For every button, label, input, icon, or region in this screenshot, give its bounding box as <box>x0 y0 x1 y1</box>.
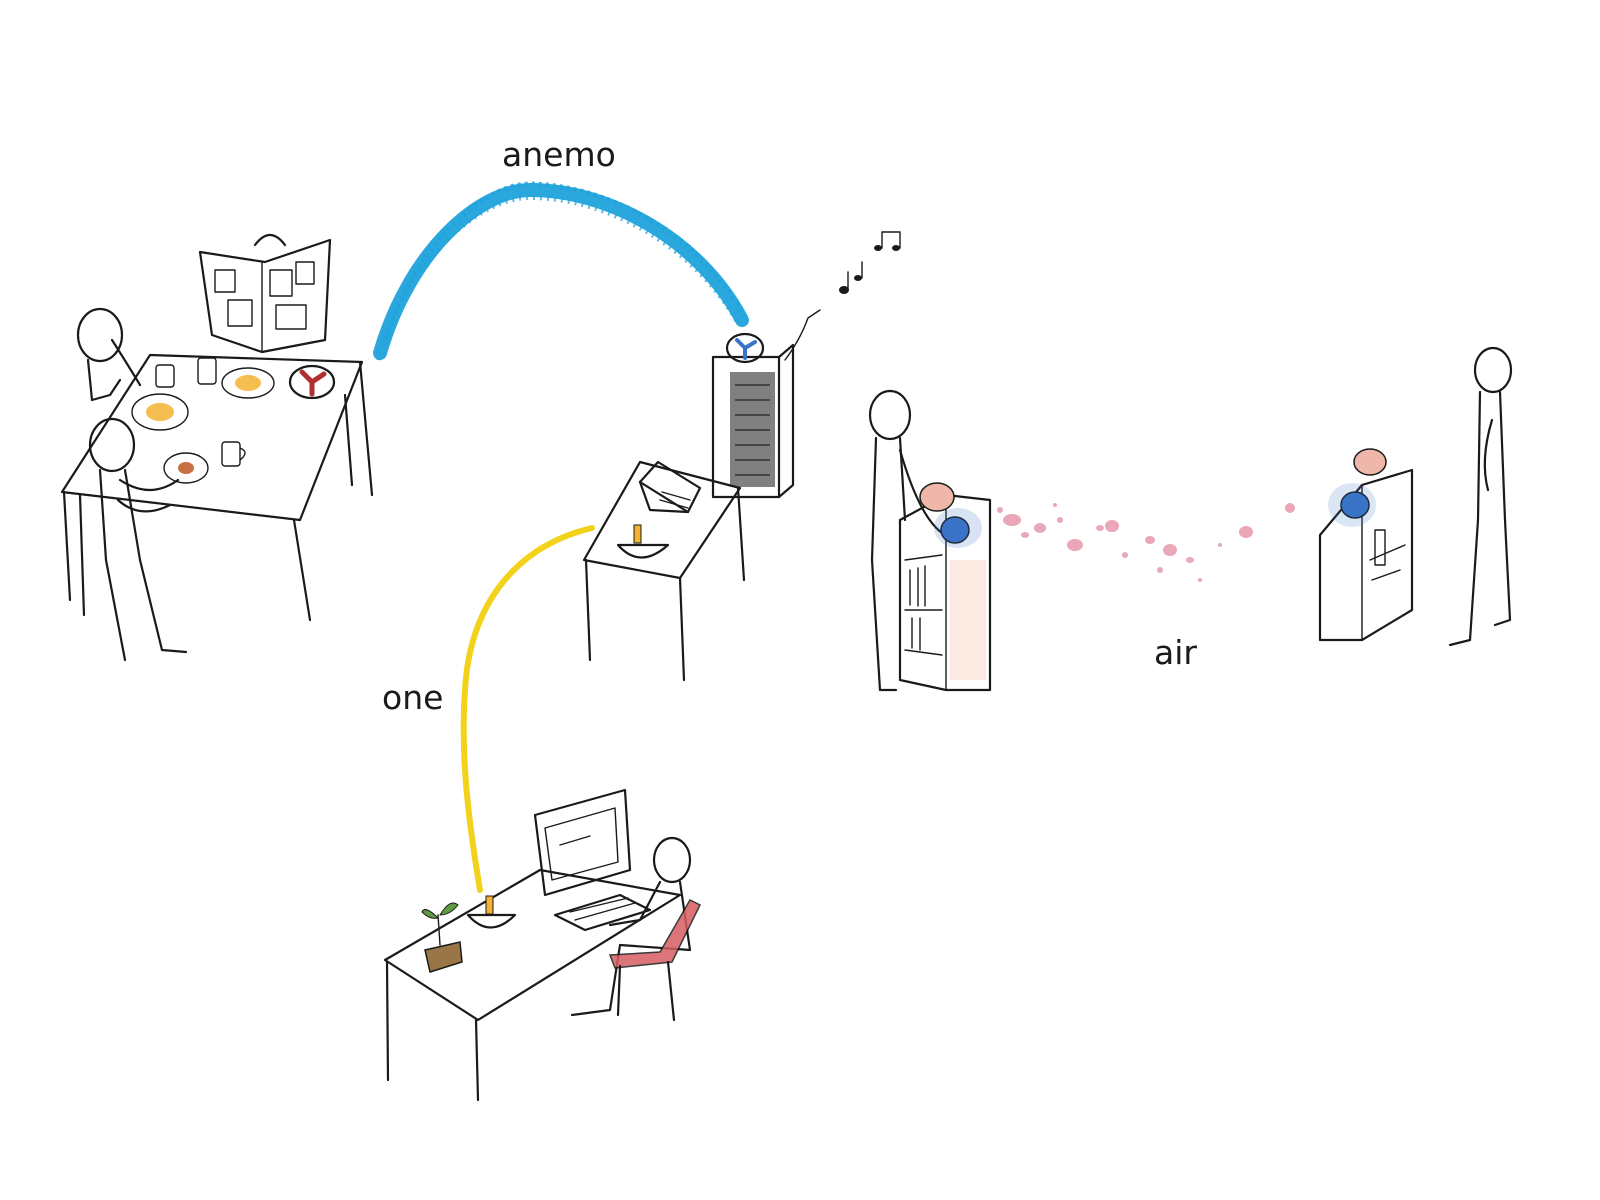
one-line <box>460 525 595 893</box>
bookshelf-scene-right <box>1318 346 1513 647</box>
plant-icon <box>421 902 463 973</box>
label-air: air <box>1154 633 1197 672</box>
laptop-desk <box>582 460 746 682</box>
music-note-icon <box>839 231 901 294</box>
computer-desk-scene <box>383 788 702 1102</box>
label-one: one <box>382 678 444 717</box>
air-particles <box>997 503 1295 582</box>
bookshelf-scene-left <box>868 389 992 692</box>
breakfast-table-scene <box>60 233 374 662</box>
tower-speaker <box>711 231 901 499</box>
anemo-arc <box>373 181 749 361</box>
label-anemo: anemo <box>502 135 616 174</box>
